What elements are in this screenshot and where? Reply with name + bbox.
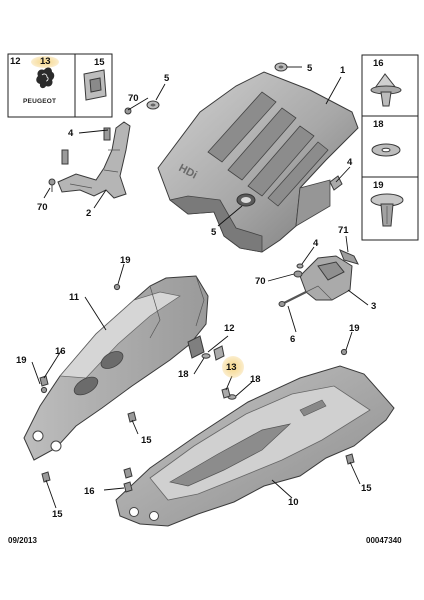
callout-6: 6 bbox=[290, 334, 295, 345]
stud-71 bbox=[339, 249, 359, 265]
clip-15-mid bbox=[127, 411, 137, 423]
callout-18: 18 bbox=[373, 119, 384, 130]
peugeot-lion-logo bbox=[36, 67, 55, 89]
callout-16: 16 bbox=[84, 486, 95, 497]
clip-19-sketch bbox=[370, 193, 404, 227]
callout-70: 70 bbox=[128, 93, 139, 104]
callout-4: 4 bbox=[347, 157, 353, 168]
washer-18-sketch bbox=[371, 143, 401, 157]
callout-12: 12 bbox=[224, 323, 235, 334]
callout-5: 5 bbox=[211, 227, 217, 238]
callout-11: 11 bbox=[69, 292, 80, 303]
brand-logo-text: PEUGEOT bbox=[23, 98, 56, 105]
clip-16-left bbox=[39, 375, 49, 387]
screw-19-left bbox=[40, 386, 48, 394]
callout-18: 18 bbox=[250, 374, 261, 385]
clip-15-bottom bbox=[123, 467, 133, 479]
callout-15: 15 bbox=[52, 509, 63, 520]
callout-70: 70 bbox=[255, 276, 266, 287]
push-rivet-16-sketch bbox=[370, 73, 402, 107]
callout-15: 15 bbox=[94, 57, 105, 68]
footer-reference: 00047340 bbox=[366, 536, 402, 545]
brand-inset: PEUGEOT bbox=[7, 53, 113, 118]
callout-19: 19 bbox=[349, 323, 360, 334]
callout-15: 15 bbox=[141, 435, 152, 446]
callout-71: 71 bbox=[338, 225, 349, 236]
callout-13: 13 bbox=[40, 56, 51, 67]
clip-4-right bbox=[329, 175, 343, 191]
callout-16: 16 bbox=[55, 346, 66, 357]
callout-13: 13 bbox=[226, 362, 237, 373]
callout-4: 4 bbox=[313, 238, 319, 249]
clip-15-left bbox=[41, 471, 51, 483]
leader-lines bbox=[31, 66, 369, 509]
callout-4: 4 bbox=[68, 128, 74, 139]
stud-70-right bbox=[293, 263, 304, 278]
callout-5: 5 bbox=[307, 63, 313, 74]
clip-12 bbox=[187, 335, 225, 361]
bracket-2 bbox=[57, 121, 131, 199]
clip-15-right bbox=[345, 453, 355, 465]
callout-18: 18 bbox=[178, 369, 189, 380]
footer-date: 09/2013 bbox=[8, 536, 37, 545]
callout-16: 16 bbox=[373, 58, 384, 69]
fastener-legend bbox=[361, 54, 419, 241]
callout-19: 19 bbox=[373, 180, 384, 191]
grommet-5-left bbox=[146, 100, 160, 110]
callout-1: 1 bbox=[340, 65, 346, 76]
engine-cover-1: HDi bbox=[157, 71, 359, 253]
callout-10: 10 bbox=[288, 497, 299, 508]
inset-clip-15 bbox=[83, 69, 107, 101]
bolt-6 bbox=[278, 291, 307, 307]
highlight-mark bbox=[31, 56, 59, 68]
callout-12: 12 bbox=[10, 56, 21, 67]
callouts: 12 13 15 5 5 1 70 4 70 2 5 4 16 18 19 71… bbox=[10, 56, 384, 520]
stud-70-left bbox=[48, 178, 56, 192]
callout-15: 15 bbox=[361, 483, 372, 494]
screw-19-right bbox=[340, 348, 348, 356]
screw-19-upper-left bbox=[113, 283, 121, 291]
callout-70: 70 bbox=[37, 202, 48, 213]
clip-16-bottom bbox=[123, 481, 133, 493]
callout-5: 5 bbox=[164, 73, 170, 84]
callout-13-highlight: 13 bbox=[222, 356, 244, 378]
grommet-5-top bbox=[274, 62, 288, 72]
callout-2: 2 bbox=[86, 208, 91, 219]
side-shield-11 bbox=[23, 275, 209, 461]
mount-bracket-3 bbox=[299, 255, 353, 301]
callout-3: 3 bbox=[371, 301, 376, 312]
clip-13 bbox=[221, 387, 231, 399]
undertray-10 bbox=[115, 365, 395, 527]
callout-19: 19 bbox=[120, 255, 131, 266]
callout-19: 19 bbox=[16, 355, 27, 366]
washer-18-mid bbox=[201, 353, 211, 359]
